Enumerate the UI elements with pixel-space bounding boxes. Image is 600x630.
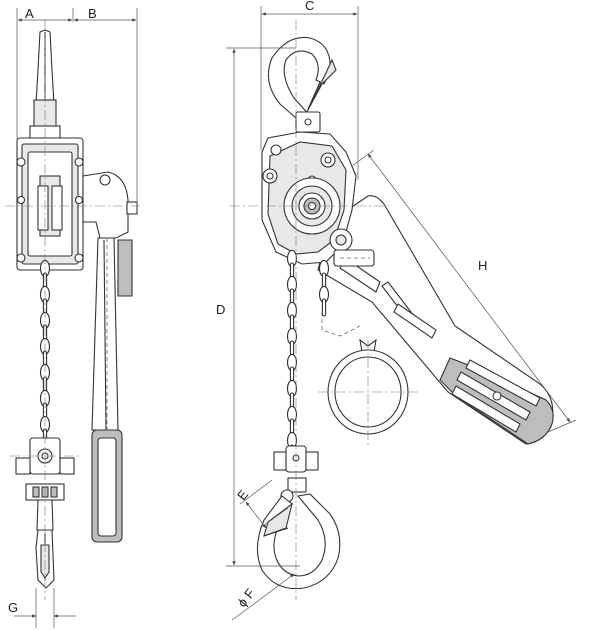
front-bottom-hook xyxy=(256,445,341,590)
chain-link xyxy=(321,298,327,317)
side-body-housing xyxy=(16,137,84,271)
dim-label-a: A xyxy=(25,6,34,21)
front-view xyxy=(230,20,554,600)
dimension-lines xyxy=(14,6,577,628)
chain-ring xyxy=(318,338,418,446)
dim-label-g: G xyxy=(8,600,18,615)
dim-label-c: C xyxy=(305,0,314,13)
front-top-hook xyxy=(267,36,337,133)
front-body-housing xyxy=(261,131,375,267)
dim-label-d: D xyxy=(216,302,225,317)
side-lever xyxy=(82,171,138,543)
dim-label-b: B xyxy=(88,6,97,21)
side-view xyxy=(5,20,140,600)
front-slack-chain xyxy=(318,259,330,317)
dim-label-e: E xyxy=(234,487,251,503)
dim-label-f: ϕ F xyxy=(234,586,257,610)
dim-label-h: H xyxy=(478,258,487,273)
front-load-chain xyxy=(286,249,298,463)
